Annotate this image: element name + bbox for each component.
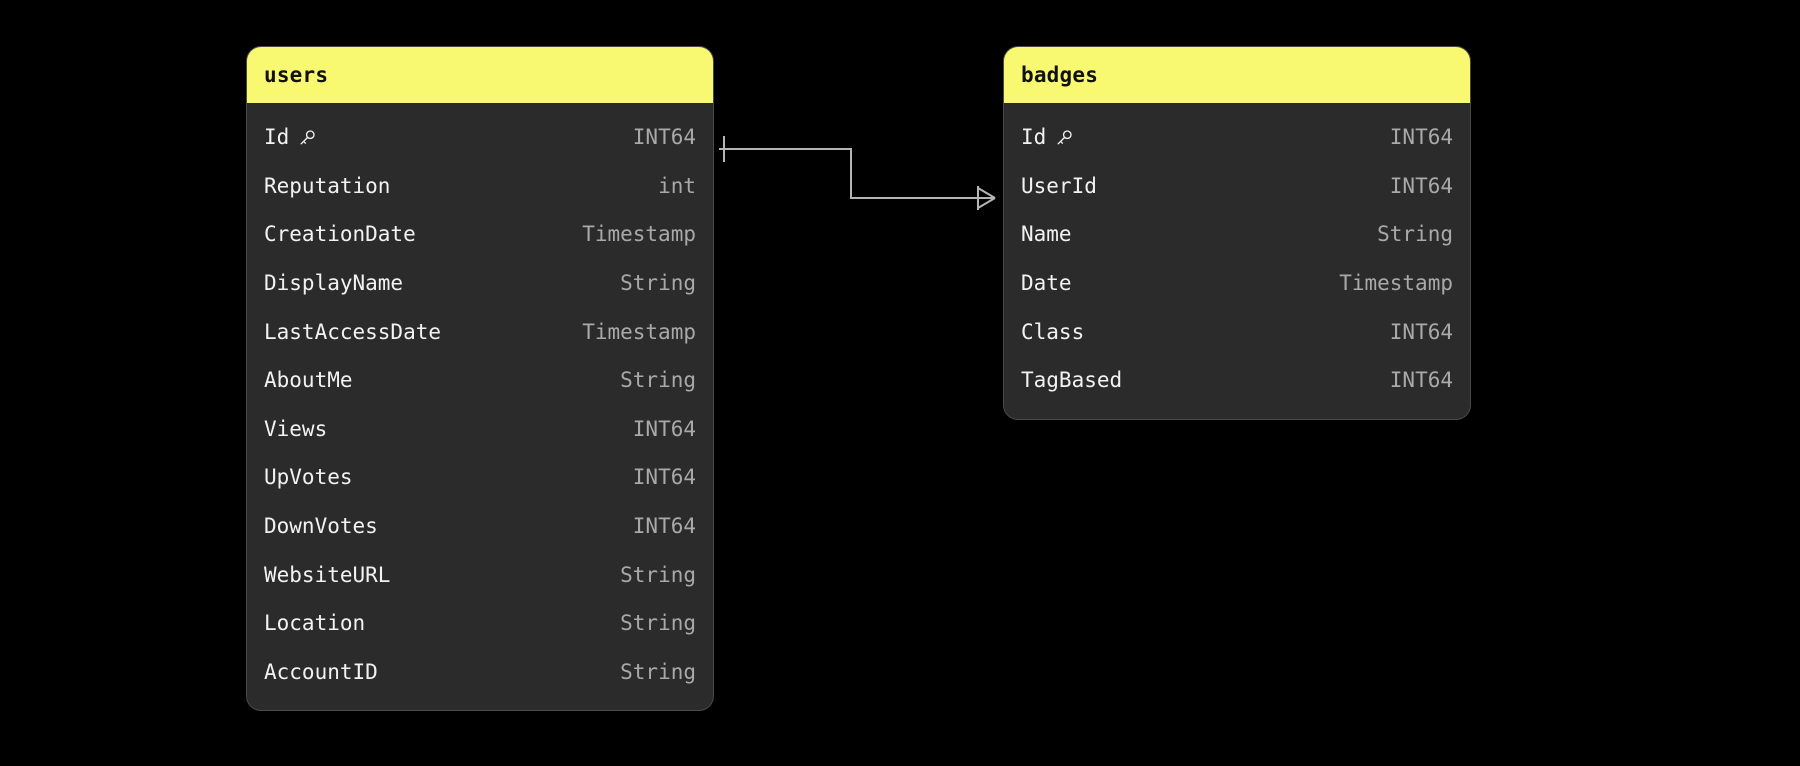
field-label: UpVotes xyxy=(264,465,353,490)
field-label: LastAccessDate xyxy=(264,319,442,344)
field-label: Name xyxy=(1021,222,1072,247)
field-type-cell: Timestamp xyxy=(1339,271,1453,296)
field-label: Reputation xyxy=(264,173,391,198)
cardinality-many-marker xyxy=(977,186,996,210)
field-row[interactable]: AboutMe String xyxy=(247,356,713,405)
field-name-cell: UpVotes xyxy=(264,465,353,489)
field-name-cell: DownVotes xyxy=(264,514,378,538)
key-icon xyxy=(298,128,317,147)
field-type-cell: INT64 xyxy=(632,465,696,490)
relationship-line xyxy=(719,148,995,199)
field-row[interactable]: UserId INT64 xyxy=(1004,162,1470,211)
field-type-cell: String xyxy=(620,368,696,393)
field-name-cell: WebsiteURL xyxy=(264,563,390,587)
entity-fields-badges: Id INT64 UserId INT64 xyxy=(1004,103,1470,419)
field-label: DisplayName xyxy=(264,271,404,296)
field-row[interactable]: Id INT64 xyxy=(247,113,713,162)
field-row[interactable]: TagBased INT64 xyxy=(1004,356,1470,405)
field-label: DownVotes xyxy=(264,514,378,539)
entity-title-users: users xyxy=(247,47,713,103)
field-type-cell: INT64 xyxy=(1389,319,1453,344)
field-row[interactable]: Name String xyxy=(1004,210,1470,259)
field-row[interactable]: Location String xyxy=(247,599,713,648)
field-name-cell: Views xyxy=(264,417,327,441)
field-name-cell: UserId xyxy=(1021,174,1097,198)
field-name-cell: Name xyxy=(1021,222,1072,246)
field-row[interactable]: UpVotes INT64 xyxy=(247,453,713,502)
field-type-cell: String xyxy=(1377,222,1453,247)
entity-title-badges: badges xyxy=(1004,47,1470,103)
field-type-cell: String xyxy=(620,562,696,587)
field-label: CreationDate xyxy=(264,222,416,247)
field-label: UserId xyxy=(1021,173,1097,198)
field-name-cell: LastAccessDate xyxy=(264,320,441,344)
field-name-cell: AccountID xyxy=(264,660,378,684)
field-row[interactable]: DownVotes INT64 xyxy=(247,502,713,551)
field-type-cell: INT64 xyxy=(632,416,696,441)
field-label: Class xyxy=(1021,319,1085,344)
field-row[interactable]: Id INT64 xyxy=(1004,113,1470,162)
field-label: TagBased xyxy=(1021,368,1123,393)
field-type-cell: INT64 xyxy=(1389,173,1453,198)
field-type-cell: Timestamp xyxy=(582,222,696,247)
field-name-cell: AboutMe xyxy=(264,368,353,392)
field-name-cell: Date xyxy=(1021,271,1072,295)
field-row[interactable]: WebsiteURL String xyxy=(247,550,713,599)
field-label: Location xyxy=(264,611,366,636)
field-name-cell: DisplayName xyxy=(264,271,403,295)
field-name-cell: Location xyxy=(264,611,365,635)
field-type-cell: String xyxy=(620,659,696,684)
field-row[interactable]: AccountID String xyxy=(247,648,713,697)
field-row[interactable]: DisplayName String xyxy=(247,259,713,308)
field-name-cell: TagBased xyxy=(1021,368,1122,392)
field-name-cell: Id xyxy=(264,125,317,149)
field-type-cell: String xyxy=(620,271,696,296)
field-type-cell: INT64 xyxy=(632,514,696,539)
field-row[interactable]: Reputation int xyxy=(247,162,713,211)
field-row[interactable]: LastAccessDate Timestamp xyxy=(247,307,713,356)
field-row[interactable]: Date Timestamp xyxy=(1004,259,1470,308)
field-type-cell: int xyxy=(658,173,696,198)
entity-card-users[interactable]: users Id INT64 Reputatio xyxy=(247,47,713,711)
field-label: AboutMe xyxy=(264,368,353,393)
field-row[interactable]: Views INT64 xyxy=(247,405,713,454)
field-label: Date xyxy=(1021,271,1072,296)
field-label: Id xyxy=(1021,125,1047,150)
field-row[interactable]: Class INT64 xyxy=(1004,307,1470,356)
key-icon xyxy=(1055,128,1074,147)
field-label: Id xyxy=(264,125,290,150)
field-type-cell: String xyxy=(620,611,696,636)
field-type-cell: INT64 xyxy=(1389,125,1453,150)
field-name-cell: CreationDate xyxy=(264,222,416,246)
field-label: AccountID xyxy=(264,659,378,684)
field-name-cell: Id xyxy=(1021,125,1074,149)
field-name-cell: Class xyxy=(1021,320,1084,344)
field-label: WebsiteURL xyxy=(264,562,391,587)
field-row[interactable]: CreationDate Timestamp xyxy=(247,210,713,259)
field-label: Views xyxy=(264,416,328,441)
field-name-cell: Reputation xyxy=(264,174,390,198)
entity-card-badges[interactable]: badges Id INT64 UserId xyxy=(1004,47,1470,419)
field-type-cell: INT64 xyxy=(1389,368,1453,393)
entity-fields-users: Id INT64 Reputation int xyxy=(247,103,713,710)
field-type-cell: Timestamp xyxy=(582,319,696,344)
field-type-cell: INT64 xyxy=(632,125,696,150)
